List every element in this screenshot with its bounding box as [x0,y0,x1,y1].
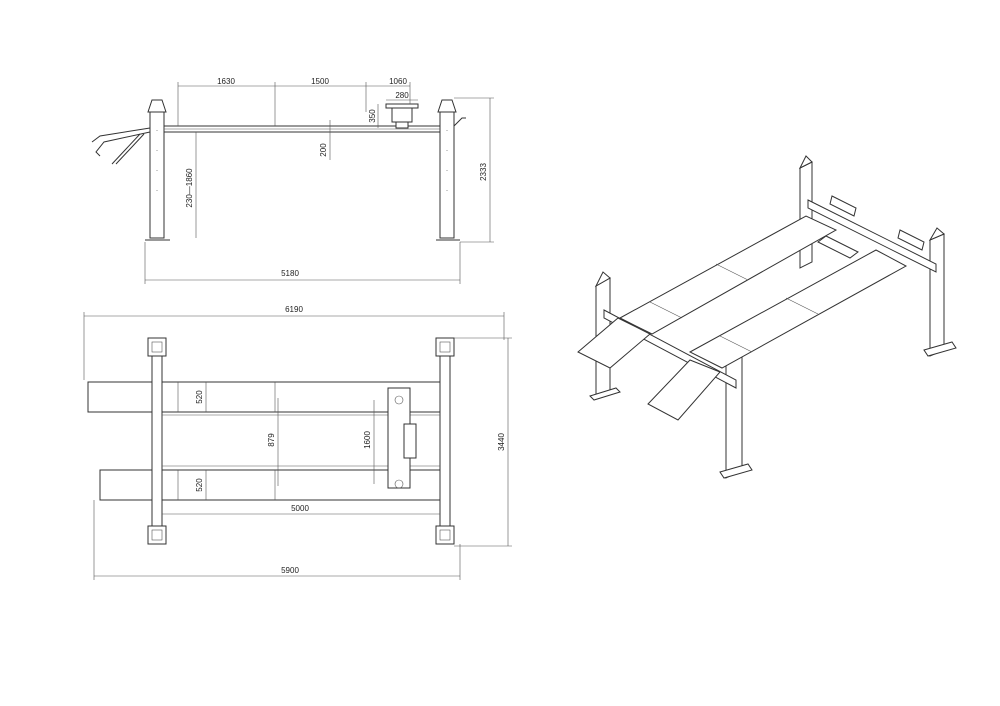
plan-post-br [435,525,455,545]
dim-beam-offset: 200 [319,143,328,157]
dim-runway-length: 5000 [291,504,309,513]
plan-crossbeam-right [439,355,451,527]
front-elevation-view: 1630 1500 1060 280 350 200 230—1860 2333… [91,77,494,284]
plan-ramp-bottom [99,469,153,501]
plan-ramp-top [87,381,153,413]
iso-runway-left [618,215,838,335]
iso-ramp-left [577,317,651,369]
iso-post-front-right [725,349,743,479]
plan-post-tl [147,337,167,357]
front-right-column-cap [437,99,457,113]
plan-crossbeam-left [151,355,163,527]
dim-jack-height: 350 [368,109,377,123]
iso-jack [817,235,859,259]
dim-runway-gap: 879 [267,433,276,447]
iso-post-back-right [929,233,945,357]
plan-post-tr [435,337,455,357]
dim-jack-width: 280 [395,91,409,100]
dim-overall-depth: 3440 [497,433,506,451]
dim-front-seg1: 1630 [217,77,235,86]
dim-front-seg3: 1060 [389,77,407,86]
dim-overall-length: 5900 [281,566,299,575]
dim-overall-width: 6190 [285,305,303,314]
dim-runway-w2: 520 [195,478,204,492]
iso-runway-right [688,249,908,369]
iso-beam-back [807,199,937,273]
front-left-column-cap [147,99,167,113]
plan-post-bl [147,525,167,545]
dim-overall-base: 5180 [281,269,299,278]
dim-front-seg2: 1500 [311,77,329,86]
iso-post-back-left [799,161,813,269]
dim-lift-range: 230—1860 [185,168,194,208]
dim-jack-travel: 1600 [363,431,372,449]
top-plan-view: 6190 520 520 879 1600 [83,305,512,580]
dim-runway-w1: 520 [195,390,204,404]
iso-ramp-right [647,359,721,421]
isometric-view [577,155,957,479]
front-ramp [91,127,151,143]
dim-column-height: 2333 [479,163,488,181]
